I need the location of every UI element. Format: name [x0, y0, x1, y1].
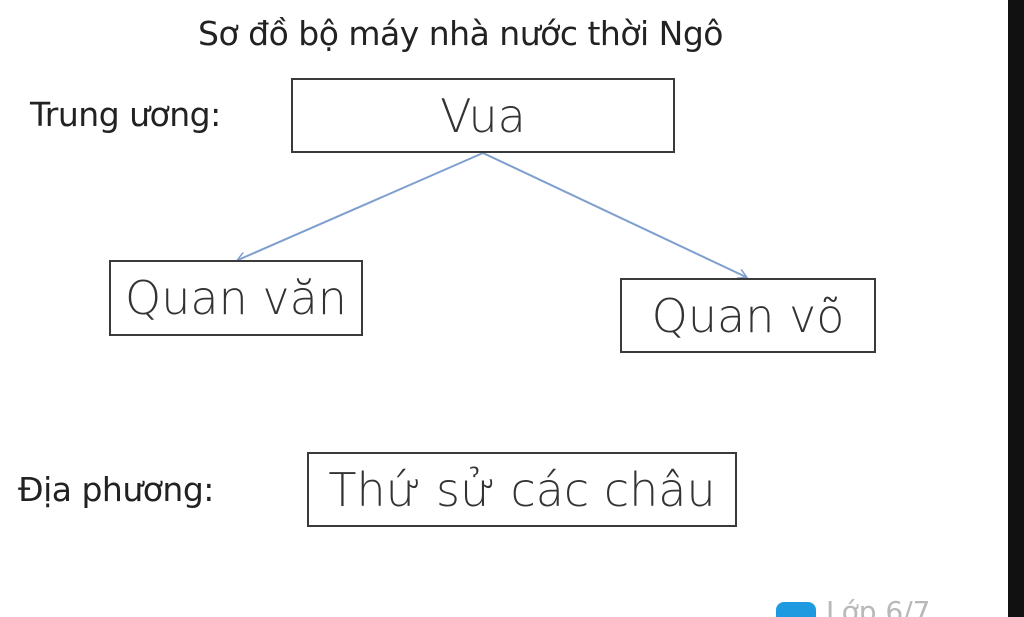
diagram-title: Sơ đồ bộ máy nhà nước thời Ngô — [198, 14, 724, 53]
node-military-officials: Quan võ — [620, 278, 876, 353]
level-label-central: Trung ương: — [30, 95, 221, 134]
node-civil-officials: Quan văn — [109, 260, 363, 336]
logo-icon — [776, 602, 816, 617]
node-provincial-governors: Thứ sử các châu — [307, 452, 737, 527]
level-label-local: Địa phương: — [18, 470, 214, 509]
arrow-king-to-civil — [238, 152, 484, 260]
window-edge — [1008, 0, 1024, 617]
watermark-text: Lớp 6/7 — [826, 595, 931, 617]
node-king: Vua — [291, 78, 675, 153]
arrow-king-to-military — [482, 152, 746, 277]
